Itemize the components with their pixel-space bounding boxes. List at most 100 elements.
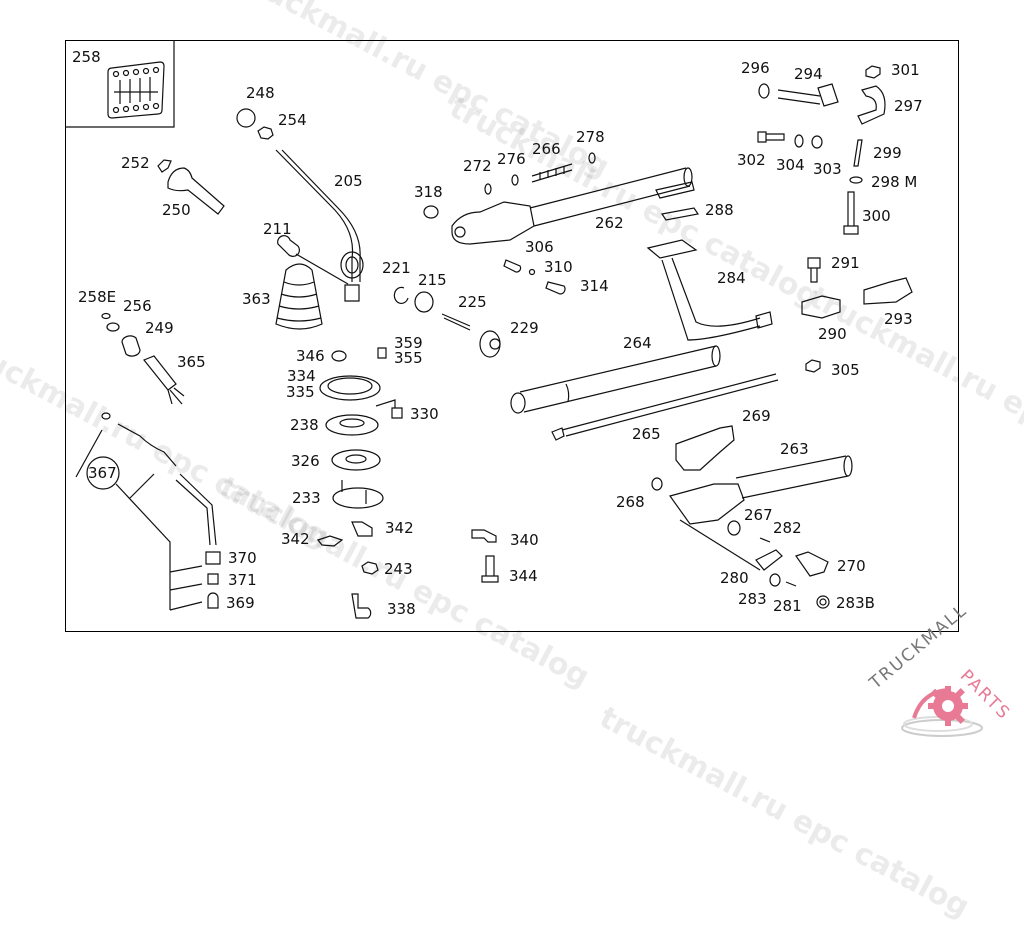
callout-278[interactable]: 278 [576,128,605,146]
callout-326[interactable]: 326 [291,452,320,470]
bracket-338-icon [351,593,372,619]
callout-268[interactable]: 268 [616,493,645,511]
callout-283b[interactable]: 283B [836,594,875,612]
callout-369[interactable]: 369 [226,594,255,612]
callout-262[interactable]: 262 [595,214,624,232]
callout-221[interactable]: 221 [382,259,411,277]
insert-252-icon [157,159,172,173]
callout-256[interactable]: 256 [123,297,152,315]
callout-281[interactable]: 281 [773,597,802,615]
callout-367[interactable]: 367 [88,464,117,482]
callout-225[interactable]: 225 [458,293,487,311]
callout-370[interactable]: 370 [228,549,257,567]
callout-264[interactable]: 264 [623,334,652,352]
shift-tube-262-icon [451,167,695,245]
callout-290[interactable]: 290 [818,325,847,343]
callout-276[interactable]: 276 [497,150,526,168]
callout-297[interactable]: 297 [894,97,923,115]
washer-278-icon [588,152,596,164]
callout-272[interactable]: 272 [463,157,492,175]
callout-211[interactable]: 211 [263,220,292,238]
callout-243[interactable]: 243 [384,560,413,578]
callout-365[interactable]: 365 [177,353,206,371]
shift-lever-205-icon [275,149,361,282]
callout-233[interactable]: 233 [292,489,321,507]
washer-276-icon [511,174,519,186]
callout-299[interactable]: 299 [873,144,902,162]
callout-280[interactable]: 280 [720,569,749,587]
callout-267[interactable]: 267 [744,506,773,524]
fitting-290-icon [801,295,841,319]
callout-296[interactable]: 296 [741,59,770,77]
washer-310-icon [528,268,536,276]
callout-229[interactable]: 229 [510,319,539,337]
washer-298m-icon [849,176,863,184]
bolt-300-icon [843,191,859,235]
callout-250[interactable]: 250 [162,201,191,219]
callout-288[interactable]: 288 [705,201,734,219]
ring-334-icon [319,375,381,401]
callout-238[interactable]: 238 [290,416,319,434]
callout-248[interactable]: 248 [246,84,275,102]
callout-293[interactable]: 293 [884,310,913,328]
callout-205[interactable]: 205 [334,172,363,190]
callout-254[interactable]: 254 [278,111,307,129]
seal-256-icon [106,322,120,332]
callout-284[interactable]: 284 [717,269,746,287]
callout-301[interactable]: 301 [891,61,920,79]
callout-263[interactable]: 263 [780,440,809,458]
sleeve-371-icon [207,573,219,585]
callout-340[interactable]: 340 [510,531,539,549]
callout-252[interactable]: 252 [121,154,150,172]
spring-267-icon [727,520,741,536]
callout-304[interactable]: 304 [776,156,805,174]
callout-269[interactable]: 269 [742,407,771,425]
callout-342-lower[interactable]: 342 [281,530,310,548]
callout-314[interactable]: 314 [580,277,609,295]
callout-338[interactable]: 338 [387,600,416,618]
callout-258e[interactable]: 258E [78,288,117,306]
callout-334[interactable]: 334 [287,367,316,385]
bushing-215-icon [414,291,434,313]
washer-296-icon [758,83,770,99]
callout-270[interactable]: 270 [837,557,866,575]
bolt-344-icon [481,555,499,583]
callout-303[interactable]: 303 [813,160,842,178]
callout-265[interactable]: 265 [632,425,661,443]
callout-346[interactable]: 346 [296,347,325,365]
callout-306[interactable]: 306 [525,238,554,256]
callout-294[interactable]: 294 [794,65,823,83]
ball-248-icon [236,108,256,128]
callout-291[interactable]: 291 [831,254,860,272]
callout-371[interactable]: 371 [228,571,257,589]
bushing-211-icon [277,235,300,257]
bolt-291-icon [807,257,821,283]
callout-298m[interactable]: 298 M [871,173,918,191]
gear-icon [901,686,983,737]
bracket-arm-284-icon [646,239,773,341]
callout-266[interactable]: 266 [532,140,561,158]
callout-300[interactable]: 300 [862,207,891,225]
callout-215[interactable]: 215 [418,271,447,289]
callout-359[interactable]: 359 [394,334,423,352]
callout-249[interactable]: 249 [145,319,174,337]
callout-330[interactable]: 330 [410,405,439,423]
callout-335[interactable]: 335 [286,383,315,401]
callout-363[interactable]: 363 [242,290,271,308]
callout-318[interactable]: 318 [414,183,443,201]
callout-302[interactable]: 302 [737,151,766,169]
callout-342-upper[interactable]: 342 [385,519,414,537]
callout-282[interactable]: 282 [773,519,802,537]
truckmallparts-logo: TRUCKMALL PARTS [852,600,1022,748]
washer-283b-icon [816,595,830,609]
lever-270-icon [795,551,829,577]
plate-233-icon [332,487,384,509]
callout-355[interactable]: 355 [394,349,423,367]
callout-305[interactable]: 305 [831,361,860,379]
callout-283[interactable]: 283 [738,590,767,608]
callout-344[interactable]: 344 [509,567,538,585]
nut-301-icon [865,65,881,79]
inset-label-258[interactable]: 258 [72,48,101,66]
callout-310[interactable]: 310 [544,258,573,276]
tube-263-icon [669,455,853,571]
